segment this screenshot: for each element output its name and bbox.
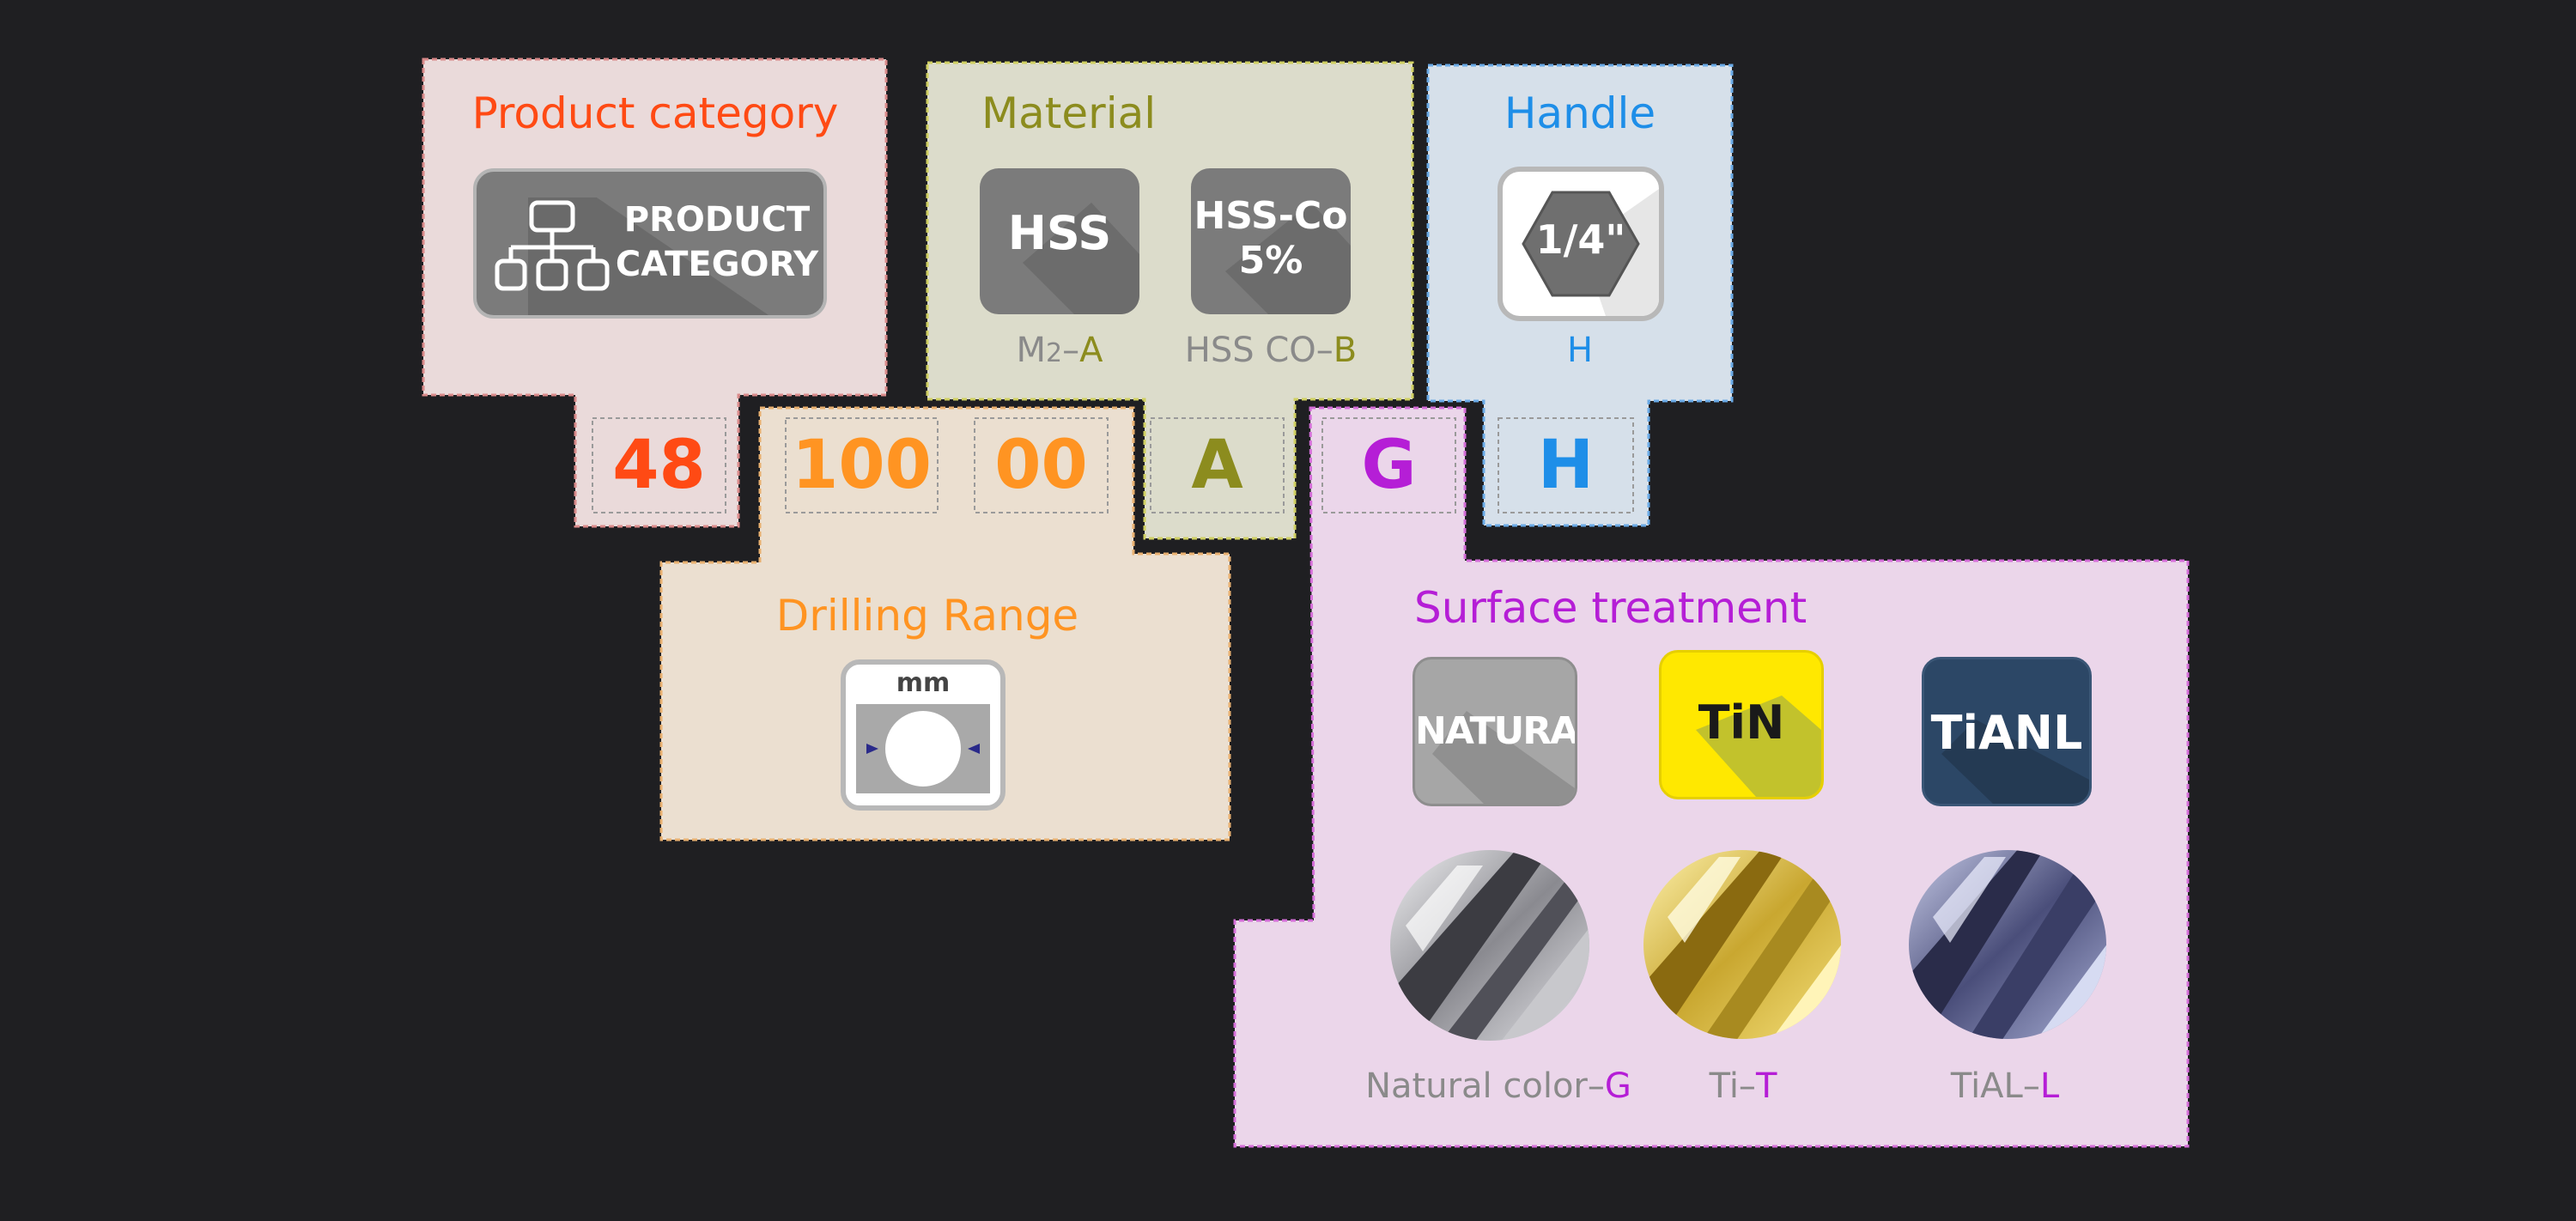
code-box-category: [592, 417, 726, 513]
natural-caption: Natural color–G: [1327, 1066, 1670, 1106]
badge-shadow: [1941, 720, 2089, 804]
hss-caption-dash: –: [1062, 331, 1080, 370]
code-range-a: 100: [792, 427, 932, 504]
product-category-title: Product category: [471, 88, 839, 138]
product-category-badge: PRODUCT CATEGORY: [473, 168, 827, 319]
tin-badge: TiN: [1659, 650, 1824, 799]
hss-badge-text: HSS: [1007, 206, 1112, 260]
hssco-badge: HSS-Co 5%: [1191, 168, 1351, 314]
surface-title: Surface treatment: [1414, 583, 1807, 633]
ti-caption-main: Ti–: [1709, 1066, 1756, 1106]
hssco-badge-line2: 5%: [1238, 239, 1303, 282]
natural-drill-photo-icon: [1390, 850, 1589, 1041]
badge-text-category: CATEGORY: [615, 245, 819, 284]
natural-badge: NATURAL: [1413, 657, 1577, 806]
hss-caption: M2–A: [980, 331, 1139, 370]
hss-caption-main: M: [1016, 331, 1047, 370]
tial-caption: TiAL–L: [1919, 1066, 2091, 1106]
natural-caption-code: G: [1604, 1066, 1631, 1106]
hssco-badge-line1: HSS-Co: [1194, 194, 1348, 238]
code-box-range-b: [974, 417, 1109, 513]
tial-caption-code: L: [2039, 1066, 2060, 1106]
code-box-handle: [1498, 417, 1634, 513]
tin-drill-photo-icon: [1643, 850, 1841, 1039]
code-category: 48: [612, 427, 706, 504]
handle-title: Handle: [1504, 88, 1656, 138]
code-handle: H: [1537, 427, 1595, 504]
drilling-range-badge: mm: [841, 659, 1005, 811]
hssco-caption-code: B: [1333, 331, 1358, 370]
hss-caption-code: A: [1079, 331, 1103, 370]
tianl-badge: TiANL: [1922, 657, 2092, 806]
code-material: A: [1191, 427, 1243, 504]
natural-caption-main: Natural color–: [1365, 1066, 1605, 1106]
hss-badge: HSS: [980, 168, 1139, 314]
ti-caption-code: T: [1755, 1066, 1777, 1106]
drilling-range-title: Drilling Range: [775, 591, 1079, 641]
org-chart-icon: [495, 197, 769, 315]
badge-shadow: [1696, 696, 1821, 797]
diameter-icon: [856, 704, 990, 793]
drilling-range-unit: mm: [896, 668, 951, 698]
hssco-caption: HSS CO–B: [1168, 331, 1374, 370]
badge-shadow: [1023, 203, 1139, 314]
hss-caption-sub: 2: [1046, 338, 1063, 368]
code-surface: G: [1361, 427, 1417, 504]
tial-caption-main: TiAL–: [1950, 1066, 2040, 1106]
hex-shank-icon: [1522, 189, 1659, 316]
tin-badge-text: TiN: [1698, 696, 1785, 750]
material-title: Material: [981, 88, 1157, 138]
handle-caption: H: [1566, 331, 1594, 370]
tial-drill-photo-icon: [1909, 850, 2106, 1039]
ti-caption: Ti–T: [1657, 1066, 1829, 1106]
handle-badge-text: 1/4": [1535, 216, 1626, 263]
code-range-b: 00: [994, 427, 1088, 504]
natural-badge-text: NATURAL: [1415, 709, 1577, 753]
drilling-range-region: [659, 406, 1231, 841]
hssco-caption-main: HSS CO–: [1184, 331, 1334, 370]
tianl-badge-text: TiANL: [1930, 706, 2083, 760]
badge-shadow: [1432, 711, 1575, 804]
code-box-material: [1150, 417, 1285, 513]
code-box-surface: [1321, 417, 1456, 513]
badge-shadow: [1225, 203, 1351, 314]
badge-text-product: PRODUCT: [623, 200, 811, 240]
handle-badge: 1/4": [1498, 167, 1664, 321]
